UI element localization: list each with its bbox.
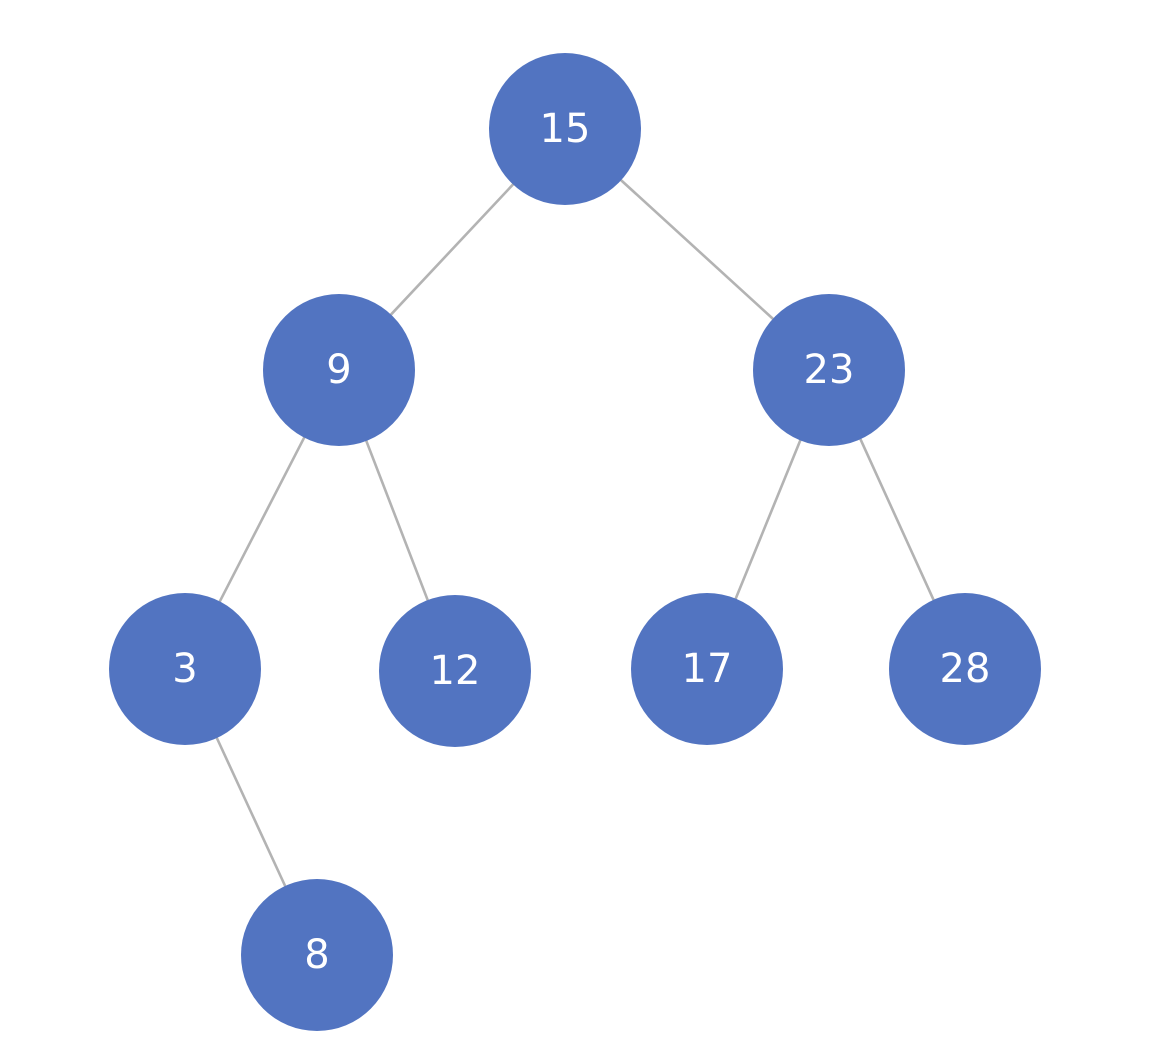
edges-layer [215, 178, 935, 888]
edge-9-12 [365, 439, 429, 602]
tree-node-label: 12 [430, 648, 481, 694]
tree-node-circle [379, 595, 531, 747]
tree-node-15: 15 [489, 53, 641, 205]
tree-node-label: 17 [682, 646, 733, 692]
tree-node-23: 23 [753, 294, 905, 446]
edge-23-28 [859, 437, 935, 602]
tree-node-circle [631, 593, 783, 745]
edge-15-9 [389, 183, 515, 316]
tree-node-circle [753, 294, 905, 446]
tree-node-circle [109, 593, 261, 745]
tree-node-circle [241, 879, 393, 1031]
tree-node-label: 3 [172, 646, 197, 692]
edge-15-23 [619, 178, 775, 321]
tree-node-12: 12 [379, 595, 531, 747]
tree-node-circle [889, 593, 1041, 745]
tree-node-label: 28 [940, 646, 991, 692]
tree-node-label: 15 [540, 106, 591, 152]
tree-node-label: 8 [304, 932, 329, 978]
tree-node-8: 8 [241, 879, 393, 1031]
nodes-layer: 15 9 23 3 12 17 28 8 [109, 53, 1041, 1031]
tree-node-circle [263, 294, 415, 446]
tree-node-17: 17 [631, 593, 783, 745]
edge-3-8 [215, 736, 287, 888]
tree-node-circle [489, 53, 641, 205]
tree-node-9: 9 [263, 294, 415, 446]
edge-9-3 [218, 436, 306, 603]
tree-node-label: 9 [326, 347, 351, 393]
edge-23-17 [734, 439, 802, 600]
tree-node-label: 23 [804, 347, 855, 393]
tree-node-28: 28 [889, 593, 1041, 745]
tree-node-3: 3 [109, 593, 261, 745]
